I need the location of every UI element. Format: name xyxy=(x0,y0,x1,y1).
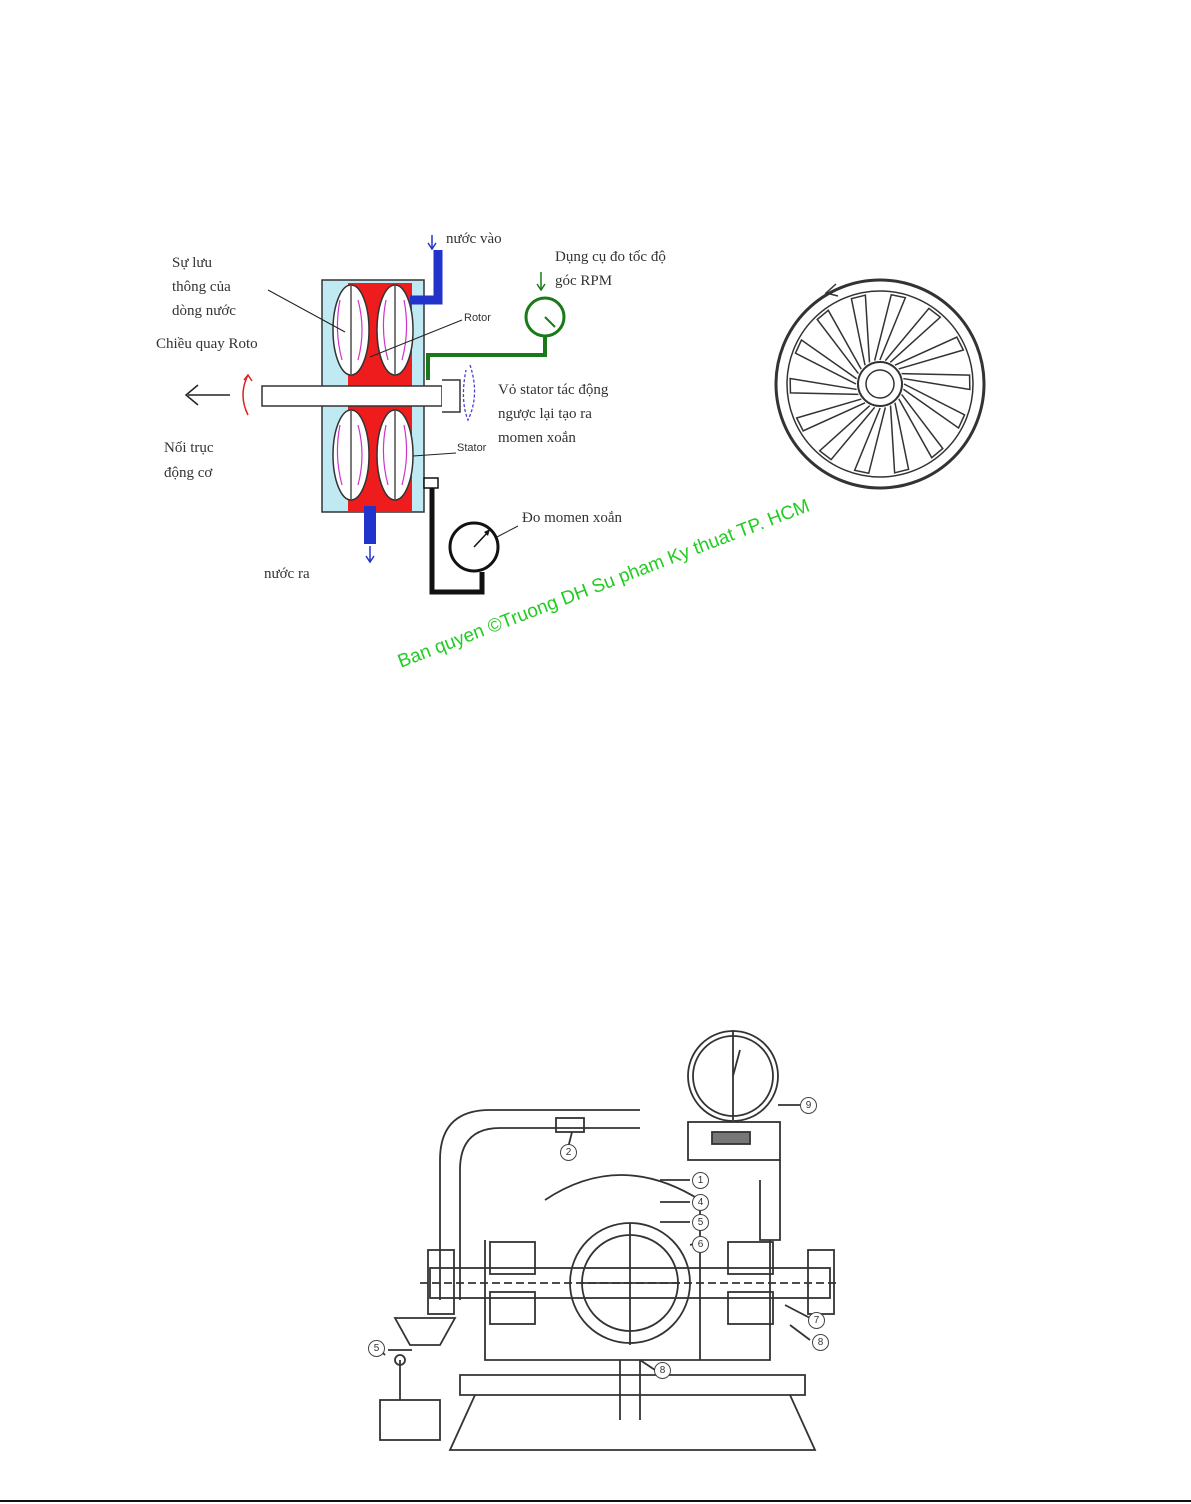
part-number-4: 4 xyxy=(692,1194,709,1211)
part-number-7: 7 xyxy=(808,1312,825,1329)
part-number-6: 6 xyxy=(692,1236,709,1253)
part-number-5: 5 xyxy=(692,1214,709,1231)
part-number-1: 1 xyxy=(692,1172,709,1189)
part-number-2: 2 xyxy=(560,1144,577,1161)
part-number-8-right: 8 xyxy=(812,1334,829,1351)
page-bottom-rule xyxy=(0,1500,1191,1502)
part-number-9: 9 xyxy=(800,1097,817,1114)
part-number-5-left: 5 xyxy=(368,1340,385,1357)
part-number-8-bottom: 8 xyxy=(654,1362,671,1379)
